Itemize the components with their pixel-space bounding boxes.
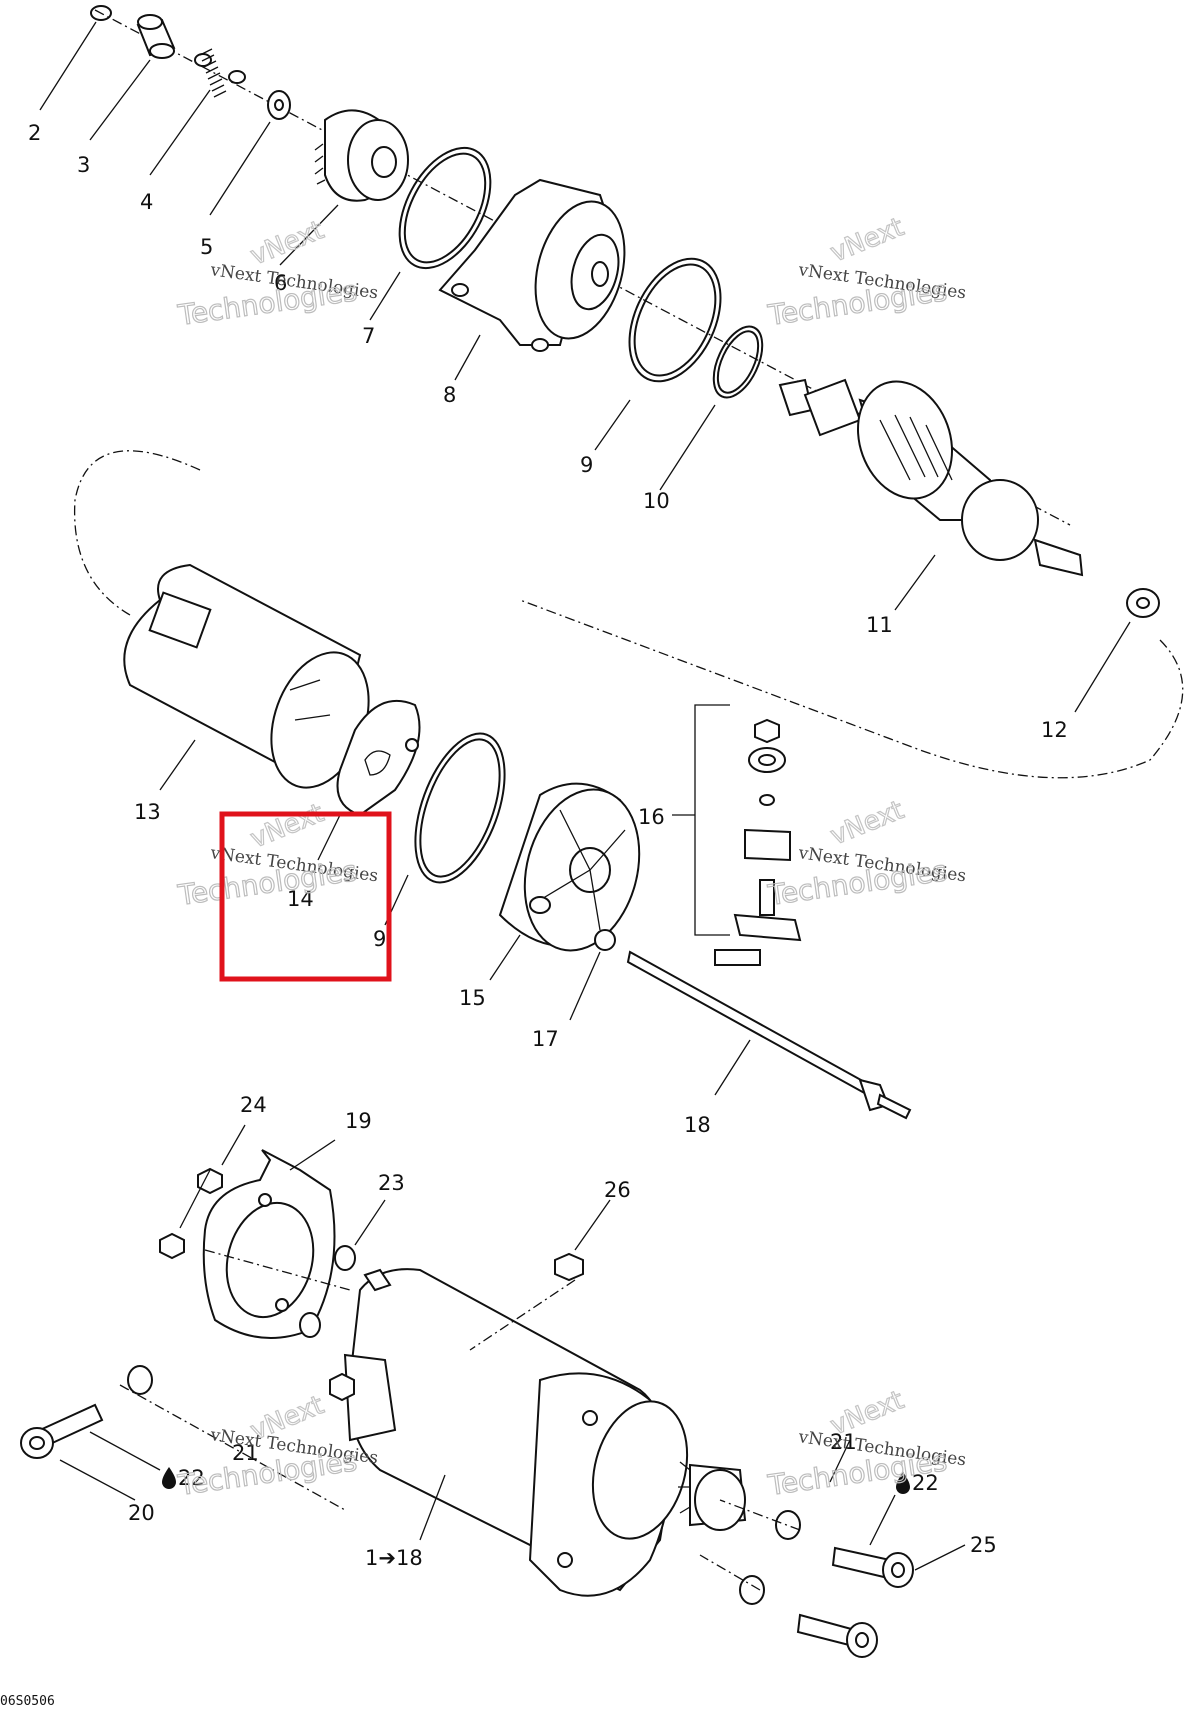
callout-12: 12 [1041, 718, 1068, 742]
cap-screw-part-right [796, 1546, 914, 1658]
spring-part [194, 48, 246, 98]
watermark-1: vNext vNext Technologies Technologies [175, 215, 380, 333]
washer-part-23a [334, 1245, 356, 1271]
callout-9-mid: 9 [373, 927, 386, 951]
middle-assembly [123, 563, 912, 1120]
callout-6: 6 [274, 271, 287, 295]
callout-20: 20 [128, 1501, 155, 1525]
callout-16: 16 [638, 805, 665, 829]
callout-1-to-18: 1➔18 [365, 1546, 423, 1570]
sleeve-part [136, 14, 176, 59]
brush-plate-part [336, 700, 421, 817]
watermark-2: vNext vNext Technologies Technologies [765, 212, 968, 333]
callout-26: 26 [604, 1178, 631, 1202]
small-o-ring-part [712, 325, 764, 399]
svg-text:vNext: vNext [826, 795, 908, 851]
retaining-ring-part [90, 5, 112, 21]
callout-21-right: 21 [830, 1430, 857, 1454]
callout-8: 8 [443, 383, 456, 407]
end-cover-part [498, 782, 641, 952]
drop-icon-2 [896, 1472, 910, 1494]
armature-part [778, 378, 1084, 577]
callout-17: 17 [532, 1027, 559, 1051]
nut-part [197, 1167, 223, 1195]
callout-22-left: 22 [178, 1466, 205, 1490]
callout-11: 11 [866, 613, 893, 637]
drive-housing-part [438, 178, 626, 352]
callout-5: 5 [200, 235, 213, 259]
callout-13: 13 [134, 800, 161, 824]
o-ring-part-2 [628, 257, 722, 383]
svg-text:vNext: vNext [246, 798, 328, 854]
callout-22-right: 22 [912, 1471, 939, 1495]
callout-25: 25 [970, 1533, 997, 1557]
o-ring-part-3 [414, 732, 506, 884]
washer-part-21a [127, 1365, 153, 1395]
washer-part-23b [299, 1312, 321, 1338]
bottom-assembly [20, 1124, 966, 1658]
starter-motor-assembly [329, 1268, 747, 1597]
terminal-kit-part [714, 718, 802, 966]
svg-text:vNext: vNext [246, 215, 328, 271]
callout-15: 15 [459, 986, 486, 1010]
callout-18: 18 [684, 1113, 711, 1137]
callout-labels: 2 3 4 5 6 7 8 9 10 11 12 13 14 9 15 16 1… [28, 121, 1068, 1570]
cap-screw-part-left [20, 1403, 104, 1459]
end-washer-part [1126, 588, 1160, 618]
callout-19: 19 [345, 1109, 372, 1133]
svg-text:vNext: vNext [826, 212, 908, 268]
callout-7: 7 [362, 324, 375, 348]
nut-part-2 [159, 1232, 185, 1260]
highlight-box [219, 811, 392, 982]
callout-24: 24 [240, 1093, 267, 1117]
terminal-nut-part [554, 1252, 584, 1282]
washer-part-21b [775, 1510, 801, 1540]
callout-3: 3 [77, 153, 90, 177]
callout-9-top: 9 [580, 453, 593, 477]
drive-pinion-part [314, 109, 409, 202]
small-washer-part [594, 929, 616, 951]
mounting-bracket-part [202, 1149, 336, 1339]
o-ring-part [398, 146, 492, 270]
callout-2: 2 [28, 121, 41, 145]
callout-10: 10 [643, 489, 670, 513]
top-assembly [39, 5, 1184, 779]
callout-21-left: 21 [232, 1441, 259, 1465]
drawing-code: 06S0506 [0, 1694, 55, 1709]
drop-icon [162, 1467, 176, 1489]
washer-part [267, 90, 291, 120]
through-bolt-part [626, 950, 912, 1120]
watermark-4: vNext vNext Technologies Technologies [765, 795, 968, 913]
yoke-housing-part [123, 563, 370, 789]
washer-part-21c [739, 1575, 765, 1605]
callout-4: 4 [140, 190, 153, 214]
callout-23: 23 [378, 1171, 405, 1195]
callout-14: 14 [287, 887, 314, 911]
